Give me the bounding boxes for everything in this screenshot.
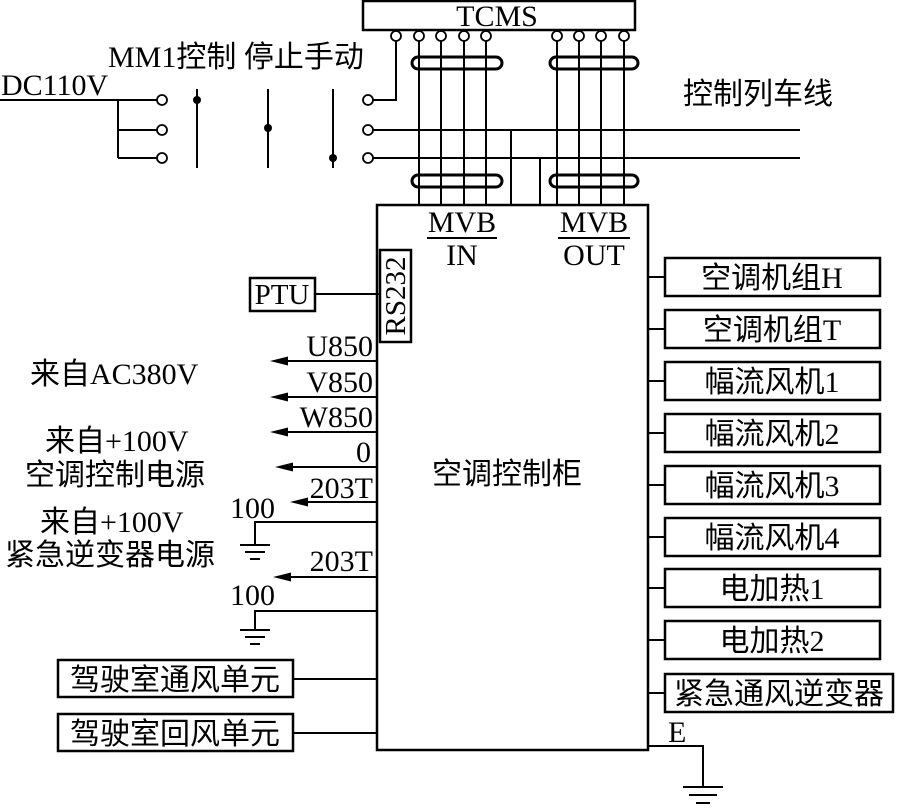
arrow-head [270,427,288,437]
tcms-box [361,0,637,32]
mvb-in-label-top: MVB [428,206,496,239]
switch-output-terminal [362,124,374,136]
dc110v-supply-label: DC110V [1,69,109,102]
heater-1-label: 电加热1 [720,573,825,606]
fan-3-box [663,464,882,506]
fan-4-box [663,516,882,558]
wire-label-u850: U850 [306,330,373,363]
tcms-terminal [480,30,492,42]
tcms-terminal [413,30,425,42]
arrow-head [270,392,288,402]
tcms-terminal [551,30,563,42]
heater-2-box [663,619,882,661]
train-line-label: 控制列车线 [683,78,833,111]
cabinet-label: 空调控制柜 [432,458,582,491]
switch-contact-dot [329,154,337,162]
ptu-box [248,276,317,313]
source-label-ac-control-power: 空调控制电源 [25,459,205,492]
cab-ventilation-unit-box [56,658,295,699]
switch-input-terminal [156,94,168,106]
mvb-out-label-bottom: OUT [563,239,625,272]
ferrite-core [410,173,504,189]
wire-100 [254,610,377,630]
earth-label: E [668,716,686,749]
ferrite-core [548,173,640,189]
tcms-terminal [573,30,585,42]
fan-2-label: 幅流风机2 [705,418,840,451]
tcms-to-switch-wire [373,41,397,101]
wire-label-100: 100 [230,492,275,525]
cab-ventilation-unit-label: 驾驶室通风单元 [70,664,280,697]
arrow-head [273,572,291,582]
tcms-label: TCMS [456,0,538,33]
ac-unit-t-label: 空调机组T [703,314,841,347]
source-label-100v: 来自+100V [45,425,189,458]
ground-symbol [683,786,723,804]
fan-4-label: 幅流风机4 [705,522,840,555]
fan-2-box [663,412,882,454]
tcms-terminal [435,30,447,42]
fan-1-box [663,360,882,402]
heater-1-box [663,567,882,609]
cab-return-air-unit-box [56,712,295,753]
heater-2-label: 电加热2 [720,625,825,658]
ac-unit-h-box [663,256,882,298]
switch-contact-dot [264,124,272,132]
source-label-ac380v: 来自AC380V [30,358,199,391]
switch-contact-dot [193,96,201,104]
arrow-head [270,356,288,366]
wire-label-100: 100 [230,579,275,612]
source-label-100v: 来自+100V [40,506,184,539]
cab-return-air-unit-label: 驾驶室回风单元 [70,718,280,751]
ground-symbol [240,544,270,560]
switch-output-terminal [362,152,374,164]
dc110v-supply-wire [0,99,157,159]
mode-switch-label: MM1控制 停止手动 [108,41,364,74]
tcms-terminal [618,30,630,42]
emergency-inverter-box [663,672,895,714]
ac-control-cabinet [375,203,650,752]
arrow-head [290,497,308,507]
arrow-head [275,462,293,472]
source-label-emergency-inverter-power: 紧急逆变器电源 [5,539,215,572]
switch-input-terminal [156,152,168,164]
mvb-in-label-bottom: IN [446,239,478,272]
rs232-label: RS232 [380,257,412,336]
tcms-terminal [595,30,607,42]
ground-symbol [240,629,270,645]
switch-output-terminal [362,94,374,106]
ferrite-core [548,55,640,71]
wire-label-w850: W850 [300,401,373,434]
wire-label-203t: 203T [310,472,373,505]
emergency-inverter-label: 紧急通风逆变器 [674,678,884,711]
wire-label-0: 0 [356,436,371,469]
tcms-terminal [458,30,470,42]
ac-unit-h-label: 空调机组H [701,262,843,295]
wire-100 [254,521,377,545]
fan-3-label: 幅流风机3 [705,470,840,503]
wire-label-203t: 203T [310,545,373,578]
wire-label-v850: V850 [306,366,373,399]
rs232-port [378,248,413,344]
fan-1-label: 幅流风机1 [705,366,840,399]
tcms-terminal [390,30,402,42]
mvb-out-label-top: MVB [560,206,628,239]
ptu-label: PTU [255,279,310,311]
ac-unit-t-box [663,308,882,350]
switch-input-terminal [156,124,168,136]
earth-wire [648,745,704,787]
ferrite-core [410,55,504,71]
